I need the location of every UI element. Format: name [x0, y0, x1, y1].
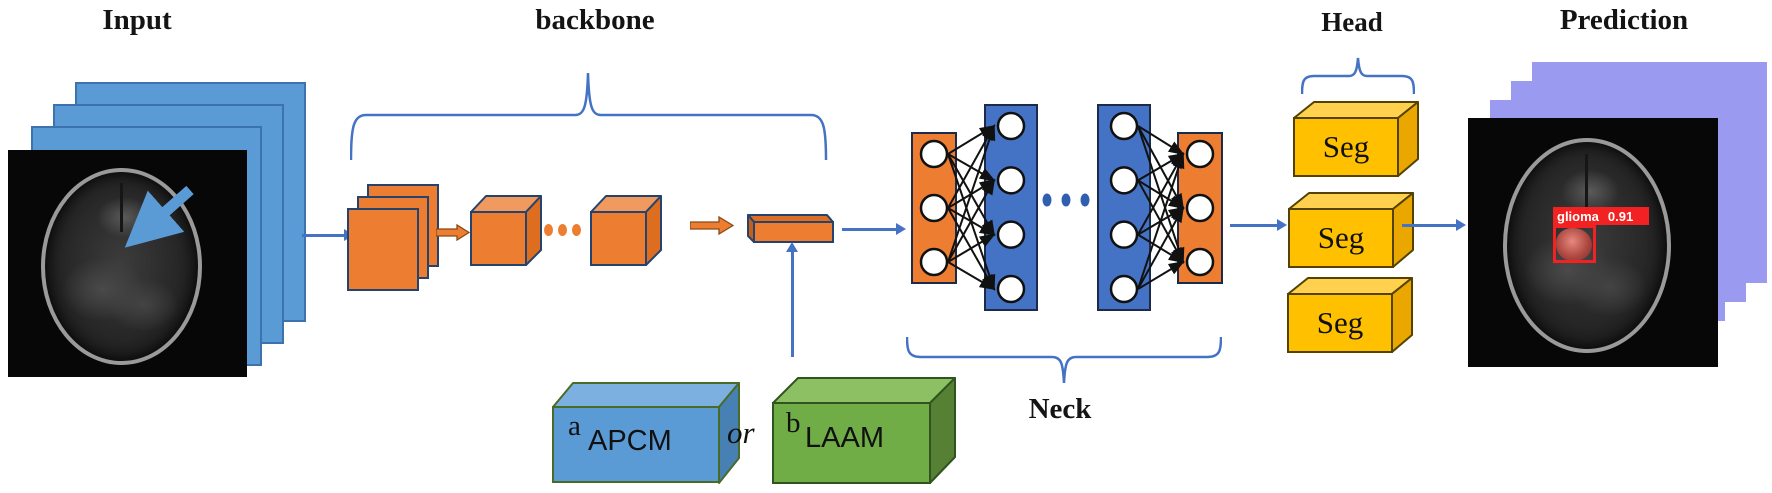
backbone-ellipsis-dot [572, 224, 581, 236]
head-brace [1301, 57, 1415, 95]
neuron [996, 166, 1026, 195]
neuron [996, 111, 1026, 141]
neuron [1109, 111, 1139, 141]
conv-cube-2 [590, 195, 662, 266]
neuron [919, 139, 949, 169]
input-title: Input [102, 4, 172, 36]
neuron [996, 274, 1026, 304]
prediction-title: Prediction [1559, 4, 1689, 36]
neuron-connection [947, 124, 996, 263]
neuron [1185, 139, 1215, 169]
head-to-prediction-arrow [1402, 219, 1466, 231]
backbone-ellipsis-dot [544, 224, 553, 236]
neuron-connection [1137, 260, 1185, 290]
detection-bounding-box [1553, 225, 1596, 263]
apcm-box [552, 382, 740, 484]
module-to-backbone-arrow [786, 242, 798, 357]
neuron [1185, 247, 1215, 277]
apcm-superscript: a [568, 410, 581, 442]
seg-label-3: Seg [1316, 305, 1364, 340]
neuron-connection [947, 233, 996, 263]
neck-network [911, 104, 1223, 311]
backbone-arrow-2 [690, 216, 734, 235]
network-ellipsis-dot [1061, 193, 1071, 207]
input-to-backbone-arrow [302, 229, 354, 241]
seg-label-2: Seg [1317, 220, 1365, 255]
seg-label-1: Seg [1322, 129, 1370, 164]
flattened-feature-slab [747, 214, 834, 243]
neuron [1109, 166, 1139, 195]
laam-superscript: b [786, 407, 801, 439]
conv-cube-1 [470, 195, 542, 266]
or-label: or [727, 415, 755, 450]
neuron [919, 193, 949, 223]
tumor-highlight [1556, 228, 1592, 261]
network-ellipsis-dot [1080, 193, 1090, 207]
detection-label: glioma 0.91 [1553, 207, 1649, 225]
seg-box-1 [1293, 101, 1419, 177]
brain-scan [41, 168, 203, 365]
neuron-connection [947, 261, 996, 291]
neck-brace [906, 336, 1222, 384]
neck-title: Neck [1028, 393, 1092, 425]
feature-map-1 [347, 208, 419, 291]
neuron [996, 220, 1026, 249]
seg-box-3 [1287, 277, 1413, 353]
prediction-mri-image: glioma 0.91 [1468, 118, 1718, 367]
neuron [1109, 220, 1139, 249]
detection-score: 0.91 [1607, 208, 1634, 224]
neuron [1109, 274, 1139, 304]
backbone-brace [350, 72, 828, 161]
backbone-to-neck-arrow [842, 223, 906, 235]
backbone-title: backbone [535, 4, 655, 36]
neuron-connection [1137, 152, 1185, 290]
neuron [919, 247, 949, 277]
laam-label: LAAM [805, 422, 884, 454]
laam-box [772, 377, 956, 484]
neck-to-head-arrow [1230, 219, 1287, 231]
backbone-ellipsis-dot [558, 224, 567, 236]
apcm-label: APCM [588, 425, 672, 457]
detection-class: glioma [1557, 208, 1599, 224]
input-mri-image [8, 150, 247, 377]
neuron [1185, 193, 1215, 223]
backbone-arrow-1 [436, 224, 470, 241]
network-ellipsis-dot [1042, 193, 1052, 207]
neuron-connection [1137, 206, 1184, 290]
neuron-connection [947, 178, 995, 263]
neuron-connection [1137, 125, 1185, 156]
tumor-pointer-arrow [124, 185, 194, 248]
head-title: Head [1321, 7, 1383, 37]
seg-box-2 [1288, 192, 1414, 268]
